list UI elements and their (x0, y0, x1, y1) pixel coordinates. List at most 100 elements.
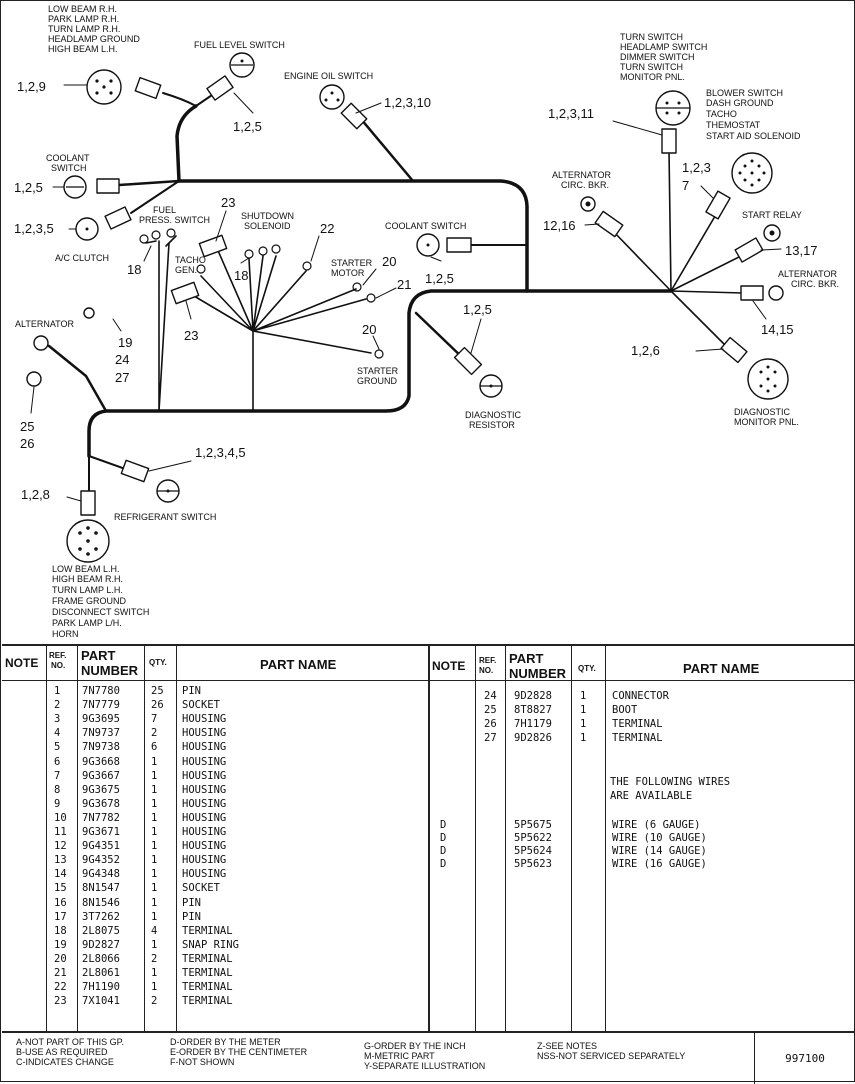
leader-8 (240, 257, 250, 264)
label-coolant-switch-mid: COOLANT SWITCH (385, 221, 466, 231)
shutdown-terminal-b (258, 246, 268, 256)
ref-cell: 22 (54, 981, 67, 994)
qty-cell: 2 (151, 727, 158, 740)
qty-cell: 26 (151, 699, 164, 712)
part-number-cell: 9G4352 (82, 854, 120, 867)
qty-cell: 1 (151, 783, 158, 796)
ref-cell: 2 (54, 699, 61, 712)
note-cell: D (440, 858, 447, 870)
part-name-cell: TERMINAL (182, 981, 233, 994)
part-name-cell: PIN (182, 896, 201, 909)
header-qty-right: QTY. (578, 664, 596, 673)
leader-2 (233, 92, 254, 114)
part-number-cell: 8N1547 (82, 882, 120, 895)
ref-cell: 23 (54, 995, 67, 1008)
connector-refrigerant (120, 459, 150, 483)
part-name-cell: HOUSING (182, 826, 227, 838)
part-name-cell: WIRE (14 GAUGE) (612, 845, 707, 857)
part-number-cell: 7H1190 (82, 981, 120, 994)
part-name-cell: HOUSING (182, 783, 227, 796)
part-name-cell: WIRE (16 GAUGE) (612, 858, 707, 870)
label-park-lamp-rh: PARK LAMP R.H. (48, 14, 119, 24)
legend-m: M-METRIC PART (364, 1051, 435, 1061)
part-name-cell: TERMINAL (182, 952, 233, 965)
part-number-cell: 7X1041 (82, 995, 120, 1008)
label-turn-lamp-lh: TURN LAMP L.H. (52, 585, 123, 595)
part-name-cell: TERMINAL (612, 732, 663, 745)
label-coolant: COOLANT (46, 153, 90, 163)
ref-cell: 27 (484, 732, 497, 745)
start-relay-face (763, 224, 781, 242)
leader-19 (66, 496, 82, 502)
parts-table: NOTE REF. NO. PART NUMBER QTY. PART NAME… (2, 644, 855, 1031)
part-number-cell: 9G4348 (82, 868, 120, 881)
legend-col-1: A-NOT PART OF THIS GP. B-USE AS REQUIRED… (16, 1037, 124, 1067)
callout-4: 1,2,5 (14, 180, 43, 195)
col-sep-1 (46, 646, 47, 1031)
wiring-harness-diagram: LOW BEAM R.H. PARK LAMP R.H. TURN LAMP R… (14, 4, 839, 639)
qty-cell: 7 (151, 713, 158, 726)
leader-6 (215, 210, 227, 242)
ref-cell: 13 (54, 854, 67, 867)
label-fuel: FUEL (153, 205, 176, 215)
label-coolant-switch: SWITCH (51, 163, 87, 173)
alt-bkr-right-face (768, 285, 784, 301)
ref-cell: 19 (54, 938, 67, 951)
callout-14: 1,2,5 (463, 302, 492, 317)
ref-cell: 12 (54, 840, 67, 853)
label-refrigerant-switch: REFRIGERANT SWITCH (114, 512, 216, 522)
leader-23 (760, 248, 782, 251)
ref-cell: 11 (54, 826, 67, 838)
ref-cell: 7 (54, 769, 61, 782)
leader-16 (112, 318, 122, 332)
label-low-beam-rh: LOW BEAM R.H. (48, 4, 117, 14)
qty-cell: 25 (151, 685, 164, 697)
label-solenoid: SOLENOID (244, 221, 291, 231)
part-name-cell: HOUSING (182, 713, 227, 726)
part-name-cell: HOUSING (182, 868, 227, 881)
label-press-switch: PRESS. SWITCH (139, 215, 210, 225)
label-resistor: RESISTOR (469, 420, 515, 430)
legend-a: A-NOT PART OF THIS GP. (16, 1037, 125, 1047)
part-name-cell: BOOT (612, 704, 638, 717)
label-engine-oil-switch: ENGINE OIL SWITCH (284, 71, 373, 81)
connector-turn-switch (661, 128, 677, 154)
header-number: NUMBER (81, 663, 139, 678)
qty-cell: 6 (151, 741, 158, 754)
connector-diag-monitor (720, 336, 748, 364)
engine-oil-switch-face (319, 84, 345, 110)
part-name-cell: TERMINAL (182, 995, 233, 1008)
part-number-cell: 7H1179 (514, 718, 552, 731)
part-name-cell: SNAP RING (182, 938, 239, 951)
legend-col-3: G-ORDER BY THE INCH M-METRIC PART Y-SEPA… (364, 1041, 485, 1071)
alternator-ring-3 (26, 371, 42, 387)
label-tacho: TACHO (175, 255, 206, 265)
starter-motor-terminal-b (352, 282, 362, 292)
ref-cell: 15 (54, 882, 67, 895)
label-dash-ground: DASH GROUND (706, 98, 774, 108)
connector-fuel-level (206, 75, 234, 101)
leader-17 (30, 386, 35, 414)
harness-lower-loop (87, 289, 529, 458)
branch-headlamp-r (162, 92, 197, 107)
label-frame-ground: FRAME GROUND (52, 596, 127, 606)
callout-5: 1,2,3,5 (14, 221, 54, 236)
connector-diag-resistor (453, 346, 483, 376)
part-number-cell: 3T7262 (82, 910, 120, 923)
part-number-cell: 9G3675 (82, 783, 120, 796)
header-ref-right: REF. (479, 656, 497, 665)
connector-engine-oil (340, 102, 368, 130)
part-name-cell: HOUSING (182, 797, 227, 810)
label-headlamp-ground: HEADLAMP GROUND (48, 34, 140, 44)
callout-28: 14,15 (761, 322, 794, 337)
callout-16: 19 (118, 335, 132, 350)
label-blower-switch: BLOWER SWITCH (706, 88, 783, 98)
label-diagnostic-monitor: DIAGNOSTIC (734, 407, 791, 417)
connector-alt-bkr-left (594, 210, 624, 238)
leader-14 (430, 256, 442, 262)
label-diagnostic: DIAGNOSTIC (465, 410, 522, 420)
legend-nss: NSS-NOT SERVICED SEPARATELY (537, 1051, 686, 1061)
part-number-cell: 7N7779 (82, 699, 120, 712)
part-number-cell: 2L8075 (82, 924, 120, 937)
part-number-cell: 8N1546 (82, 896, 120, 909)
